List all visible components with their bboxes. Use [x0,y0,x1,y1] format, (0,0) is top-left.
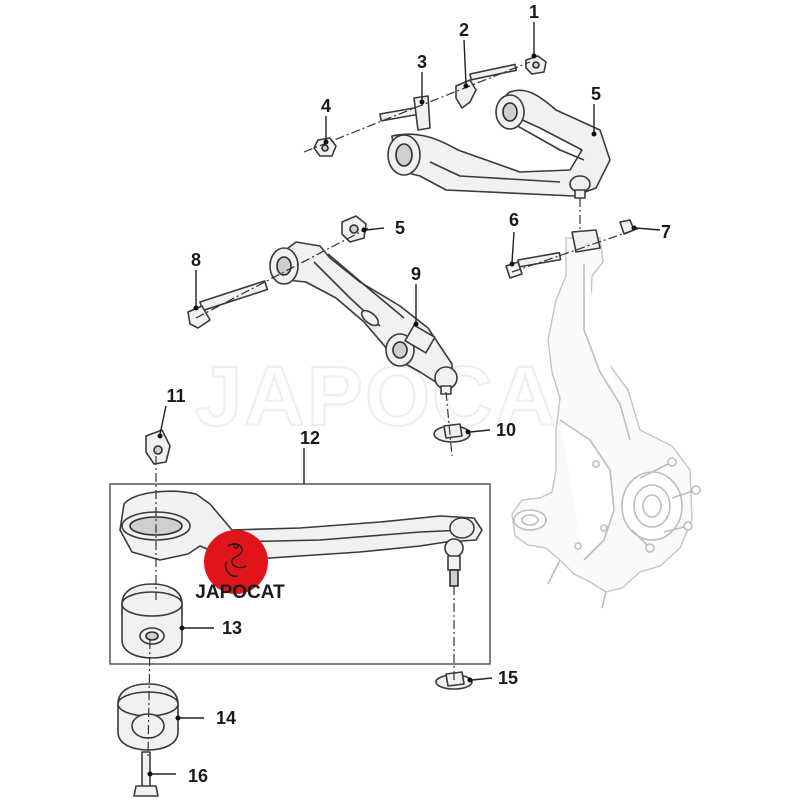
callout-labels: 1 2 3 4 5 5 6 7 8 9 10 11 12 13 14 15 16 [166,2,671,786]
callout-13: 13 [222,618,242,638]
callout-5-lower: 5 [395,218,405,238]
callout-5-upper: 5 [591,84,601,104]
callout-dots [147,53,637,777]
brand-logo-glyph [224,543,247,577]
callout-9: 9 [411,264,421,284]
callout-6: 6 [509,210,519,230]
callout-7: 7 [661,222,671,242]
callout-2: 2 [459,20,469,40]
bushing-14 [117,683,179,751]
bushing-13 [121,583,183,659]
callout-11: 11 [166,386,185,406]
brand-logo: JAPOCAT [195,530,285,603]
callout-4: 4 [321,96,331,116]
callout-10: 10 [496,420,516,440]
callout-3: 3 [417,52,427,72]
callout-8: 8 [191,250,201,270]
brand-logo-disc [204,530,268,594]
upper-control-arm [387,89,611,199]
assembly-frame-12 [109,483,491,665]
brand-logo-text: JAPOCAT [195,582,285,603]
callout-16: 16 [188,766,208,786]
callout-15: 15 [498,668,518,688]
callout-12: 12 [300,428,320,448]
front-lower-arm-assembly [119,490,483,587]
callout-14: 14 [216,708,236,728]
axis-lines [147,61,641,757]
steering-knuckle [511,237,701,609]
callout-1: 1 [529,2,539,22]
callout-leaders [152,22,661,775]
